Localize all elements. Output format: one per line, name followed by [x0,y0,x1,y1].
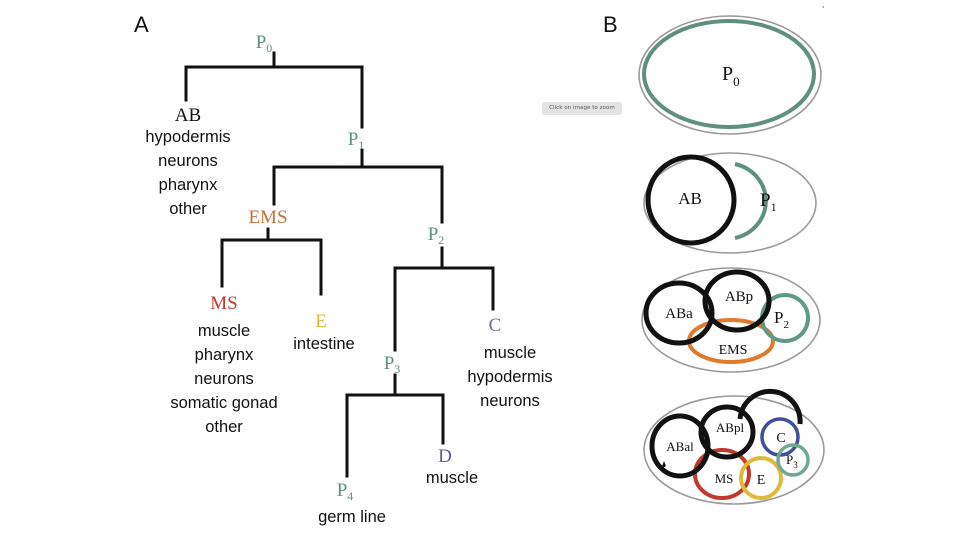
embryo4-c-label: C [776,431,785,446]
fate-ms-2: pharynx [195,346,254,364]
tree-branch-p1 [272,148,444,224]
embryo-stage-1: P0 [638,15,822,135]
fate-ab-3: pharynx [159,176,218,194]
cell-c-label: C [489,315,502,336]
cell-ems-label: EMS [248,207,287,228]
eggshell-4 [643,395,825,505]
fate-ab-4: other [169,200,207,218]
cell-abpl-shape [698,404,756,460]
cell-p4-label: P4 [337,480,354,503]
panel-a-label: A [134,12,149,37]
embryo4-p3-label: P3 [786,452,798,470]
cell-d-label: D [438,446,452,467]
corner-tick-mark: ' [822,5,824,14]
fate-ms-5: other [205,418,243,436]
embryo4-abpl-label: ABpl [716,420,745,435]
cursor-mark [661,461,666,469]
fate-p4-1: germ line [318,508,386,526]
cell-ab-back-shape [737,388,803,425]
fate-c-3: neurons [480,392,540,410]
ms-fates: muscle pharynx neurons somatic gonad oth… [170,322,277,436]
fate-e-1: intestine [293,335,354,353]
embryo2-p1-label: P1 [760,190,777,214]
zoom-hint-button[interactable]: Click on image to zoom [542,102,622,115]
eggshell-3 [641,267,821,373]
tree-branch-p3 [345,373,445,478]
tree-branch-ems [220,227,323,296]
embryo4-abal-label: ABal [666,439,694,454]
eggshell-2 [643,152,817,254]
cell-p2-label: P2 [428,224,445,247]
cell-ms-label: MS [210,293,237,314]
fate-ms-4: somatic gonad [170,394,277,412]
cell-p0-label: P0 [256,32,273,55]
cell-p0-shape [642,19,816,129]
tree-branch-p2 [393,246,495,352]
c-fates: muscle hypodermis neurons [467,344,552,410]
embryo3-abp-label: ABp [725,289,753,305]
embryo2-ab-label: AB [678,189,702,208]
fate-c-1: muscle [484,344,536,362]
cell-e-label: E [315,311,327,332]
embryo-stage-2: AB P1 [643,152,817,254]
embryo3-p2-label: P2 [774,308,789,331]
cell-abp-shape [702,269,772,333]
fate-c-2: hypodermis [467,368,552,386]
cell-e-shape [739,456,783,500]
cell-p1-label: P1 [348,129,365,152]
fate-d-1: muscle [426,469,478,487]
cell-p3-label: P3 [384,353,401,376]
cell-ab-shape [645,154,737,246]
embryo3-ems-label: EMS [719,343,748,358]
fate-ms-1: muscle [198,322,250,340]
ab-fates: hypodermis neurons pharynx other [145,128,230,218]
fate-ab-2: neurons [158,152,218,170]
fate-ms-3: neurons [194,370,254,388]
embryo-stage-4: ABal ABpl C MS E P3 [643,388,825,505]
tree-branch-p0 [184,51,364,129]
eggshell-1 [638,15,822,135]
embryo4-ms-label: MS [715,471,734,486]
fate-ab-1: hypodermis [145,128,230,146]
embryo3-aba-label: ABa [665,306,693,322]
lineage-tree [184,51,495,478]
panel-b-label: B [603,12,618,37]
cell-ab-label: AB [175,105,201,126]
cell-p1-shape [734,162,768,240]
embryo-stage-3: ABa ABp EMS P2 [641,267,821,373]
cell-p3-shape [776,443,810,477]
cell-aba-shape [643,280,715,346]
embryo4-e-label: E [757,473,766,488]
embryo1-p0-label: P0 [722,63,740,89]
